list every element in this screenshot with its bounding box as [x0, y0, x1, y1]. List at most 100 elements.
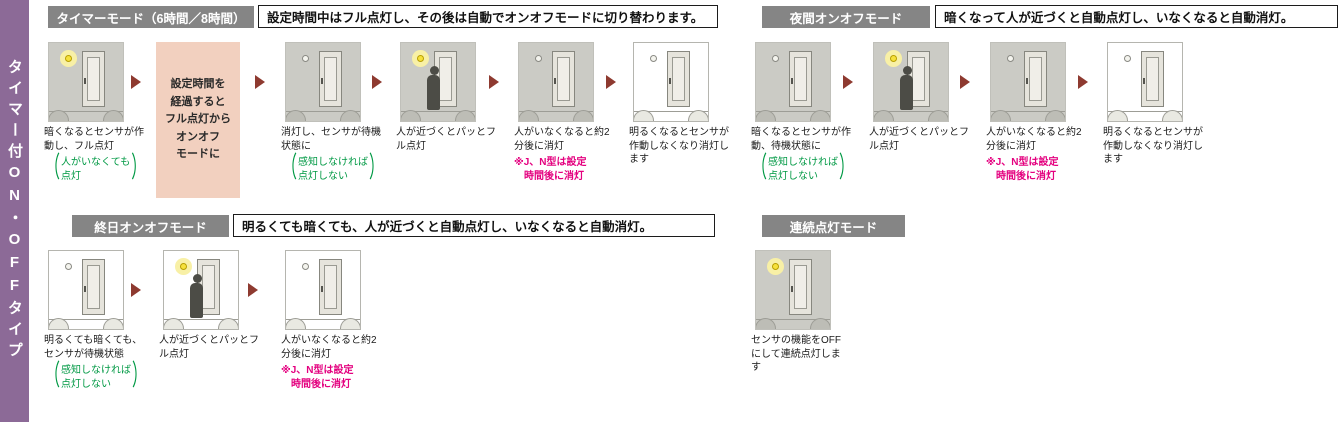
- arrow-right-icon: [372, 75, 382, 89]
- scene-day-light-off: [48, 250, 124, 330]
- bush-icon: [218, 318, 238, 329]
- note-green-text: 感知しなければ 点灯しない: [768, 157, 839, 182]
- ground-line: [756, 319, 830, 320]
- continuous-mode-title: 連続点灯モード: [789, 220, 878, 235]
- door-icon: [319, 51, 342, 107]
- caption-note-green: （ 人がいなくても 点灯 ）: [44, 152, 148, 184]
- arrow-right-icon: [960, 75, 970, 89]
- door-icon: [82, 51, 105, 107]
- caption-note-green: （ 感知しなければ 点灯しない ）: [281, 152, 385, 184]
- door-icon: [667, 51, 690, 107]
- caption-text: 人が近づくとパッとフル点灯: [159, 335, 259, 360]
- scene-night-light-on: [48, 42, 124, 122]
- step-caption: 明るくても暗くても、センサが待機状態 （ 感知しなければ 点灯しない ）: [44, 334, 148, 392]
- arrow-right-icon: [248, 283, 258, 297]
- porch-lamp-icon: [535, 55, 542, 62]
- ground-line: [401, 111, 475, 112]
- caption-note-pink: ※J、N型は設定 時間後に消灯: [514, 157, 587, 182]
- step-caption: 明るくなるとセンサが作動しなくなり消灯します: [629, 126, 733, 167]
- bush-icon: [103, 318, 123, 329]
- arrow-right-icon: [843, 75, 853, 89]
- porch-lamp-icon: [302, 263, 309, 270]
- scene-night-person-light-on: [400, 42, 476, 122]
- step-caption: 人が近づくとパッとフル点灯: [396, 126, 500, 153]
- step-caption: 人がいなくなると約2分後に消灯 ※J、N型は設定 時間後に消灯: [986, 126, 1090, 183]
- arrow-right-icon: [489, 75, 499, 89]
- scene-night-light-off: [518, 42, 594, 122]
- timer-mode-title: タイマーモード（6時間／8時間）: [56, 11, 246, 26]
- bush-icon: [455, 110, 475, 121]
- ground-line: [1108, 111, 1182, 112]
- caption-text: 消灯し、センサが待機状態に: [281, 127, 381, 152]
- caption-text: 人が近づくとパッとフル点灯: [396, 127, 496, 152]
- note-green-text: 感知しなければ 点灯しない: [61, 365, 132, 390]
- person-icon: [189, 274, 205, 318]
- scene-night-light-off: [990, 42, 1066, 122]
- ground-line: [49, 319, 123, 320]
- arrow-right-icon: [131, 75, 141, 89]
- caption-text: 人が近づくとパッとフル点灯: [869, 127, 969, 152]
- bush-icon: [1162, 110, 1182, 121]
- bush-icon: [103, 110, 123, 121]
- bush-icon: [340, 110, 360, 121]
- paren-close: ）: [132, 360, 148, 393]
- step-caption: 暗くなるとセンサが作動、待機状態に （ 感知しなければ 点灯しない ）: [751, 126, 855, 184]
- porch-lamp-icon: [772, 263, 779, 270]
- ground-line: [49, 111, 123, 112]
- door-icon: [789, 259, 812, 315]
- step-caption: 消灯し、センサが待機状態に （ 感知しなければ 点灯しない ）: [281, 126, 385, 184]
- caption-note-pink: ※J、N型は設定 時間後に消灯: [986, 157, 1059, 182]
- allday-mode-description: 明るくても暗くても、人が近づくと自動点灯し、いなくなると自動消灯。: [233, 214, 715, 237]
- scene-night-light-off: [755, 42, 831, 122]
- arrow-right-icon: [606, 75, 616, 89]
- paren-open: （: [752, 152, 768, 185]
- ground-line: [874, 111, 948, 112]
- caption-note-green: （ 感知しなければ 点灯しない ）: [751, 152, 855, 184]
- ground-line: [634, 111, 708, 112]
- scene-night-light-on: [755, 250, 831, 330]
- step-caption: 暗くなるとセンサが作動し、フル点灯 （ 人がいなくても 点灯 ）: [44, 126, 148, 184]
- ground-line: [519, 111, 593, 112]
- paren-close: ）: [369, 152, 385, 185]
- porch-lamp-icon: [772, 55, 779, 62]
- porch-lamp-icon: [1007, 55, 1014, 62]
- caption-note-green: （ 感知しなければ 点灯しない ）: [44, 360, 148, 392]
- caption-text: 人がいなくなると約2分後に消灯: [986, 127, 1082, 152]
- night-mode-header: 夜間オンオフモード: [762, 6, 930, 28]
- porch-lamp-icon: [417, 55, 424, 62]
- night-mode-description-text: 暗くなって人が近づくと自動点灯し、いなくなると自動消灯。: [944, 11, 1294, 25]
- bush-icon: [810, 318, 830, 329]
- scene-day-light-off: [633, 42, 709, 122]
- porch-lamp-icon: [302, 55, 309, 62]
- paren-close: ）: [839, 152, 855, 185]
- ground-line: [286, 319, 360, 320]
- timer-mode-description-text: 設定時間中はフル点灯し、その後は自動でオンオフモードに切り替わります。: [267, 11, 704, 25]
- paren-open: （: [45, 360, 61, 393]
- scene-night-person-light-on: [873, 42, 949, 122]
- arrow-right-icon: [131, 283, 141, 297]
- caption-text: 暗くなるとセンサが作動し、フル点灯: [44, 127, 144, 152]
- ground-line: [756, 111, 830, 112]
- continuous-mode-header: 連続点灯モード: [762, 215, 905, 237]
- person-icon: [426, 66, 442, 110]
- caption-text: 明るくなるとセンサが作動しなくなり消灯します: [629, 127, 729, 165]
- scene-night-light-off: [285, 42, 361, 122]
- caption-text: 明るくても暗くても、センサが待機状態: [44, 335, 143, 360]
- scene-day-person-light-on: [163, 250, 239, 330]
- type-banner: タイマー付ON・OFFタイプ: [0, 0, 29, 422]
- ground-line: [164, 319, 238, 320]
- scene-day-light-off: [1107, 42, 1183, 122]
- person-icon: [899, 66, 915, 110]
- ground-line: [991, 111, 1065, 112]
- bush-icon: [688, 110, 708, 121]
- arrow-right-icon: [1078, 75, 1088, 89]
- caption-text: センサの機能をOFFにして連続点灯します: [751, 335, 841, 373]
- door-icon: [82, 259, 105, 315]
- porch-lamp-icon: [650, 55, 657, 62]
- timer-mode-description: 設定時間中はフル点灯し、その後は自動でオンオフモードに切り替わります。: [258, 5, 718, 28]
- type-banner-label: タイマー付ON・OFFタイプ: [6, 59, 23, 363]
- note-green-text: 人がいなくても 点灯: [61, 157, 131, 182]
- step-caption: 人が近づくとパッとフル点灯: [869, 126, 973, 153]
- caption-text: 人がいなくなると約2分後に消灯: [514, 127, 610, 152]
- door-icon: [789, 51, 812, 107]
